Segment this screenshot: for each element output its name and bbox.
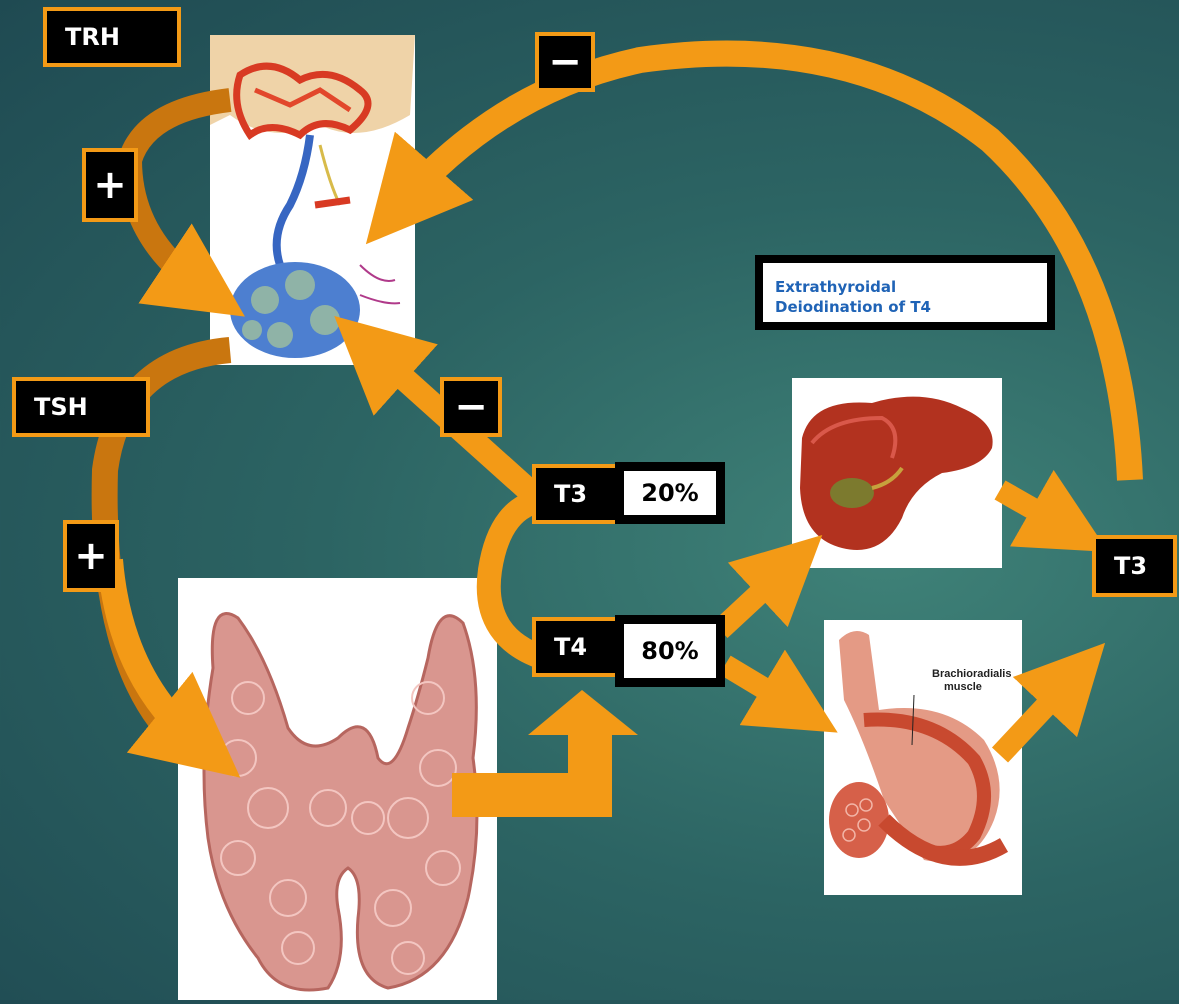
trh-text: TRH	[65, 23, 120, 51]
minus-sign-short: −	[440, 377, 502, 437]
t4-gland-text: T4	[554, 633, 587, 661]
t3-percent-box: 20%	[615, 462, 725, 524]
trh-arrow	[130, 100, 230, 290]
t4-to-muscle-arrow	[725, 665, 800, 710]
minus-sign-long: −	[535, 32, 595, 92]
t4-gland-label: T4	[532, 617, 624, 677]
minus-icon: −	[454, 387, 488, 427]
t4-to-liver-arrow	[720, 565, 790, 630]
plus-icon: +	[93, 165, 127, 205]
tsh-label: TSH	[12, 377, 150, 437]
t4-percent-box: 80%	[615, 615, 725, 687]
plus-sign-tsh: +	[63, 520, 119, 592]
trh-label: TRH	[43, 7, 181, 67]
deiodination-callout: Extrathyroidal Deiodination of T4	[755, 255, 1055, 330]
callout-line2: Deiodination of T4	[775, 297, 1035, 317]
t3-gland-label: T3	[532, 464, 624, 524]
tsh-text: TSH	[34, 393, 88, 421]
liver-to-t3-arrow	[1000, 490, 1070, 530]
t3-percent: 20%	[624, 471, 716, 515]
t3-peripheral-label: T3	[1092, 535, 1177, 597]
plus-icon: +	[74, 536, 108, 576]
t3-gland-text: T3	[554, 480, 587, 508]
plus-sign-trh: +	[82, 148, 138, 222]
callout-line1: Extrathyroidal	[775, 277, 1035, 297]
minus-icon: −	[548, 42, 582, 82]
muscle-to-t3-arrow	[1000, 675, 1075, 755]
t4-percent: 80%	[624, 624, 716, 678]
t3-peripheral-text: T3	[1114, 552, 1147, 580]
